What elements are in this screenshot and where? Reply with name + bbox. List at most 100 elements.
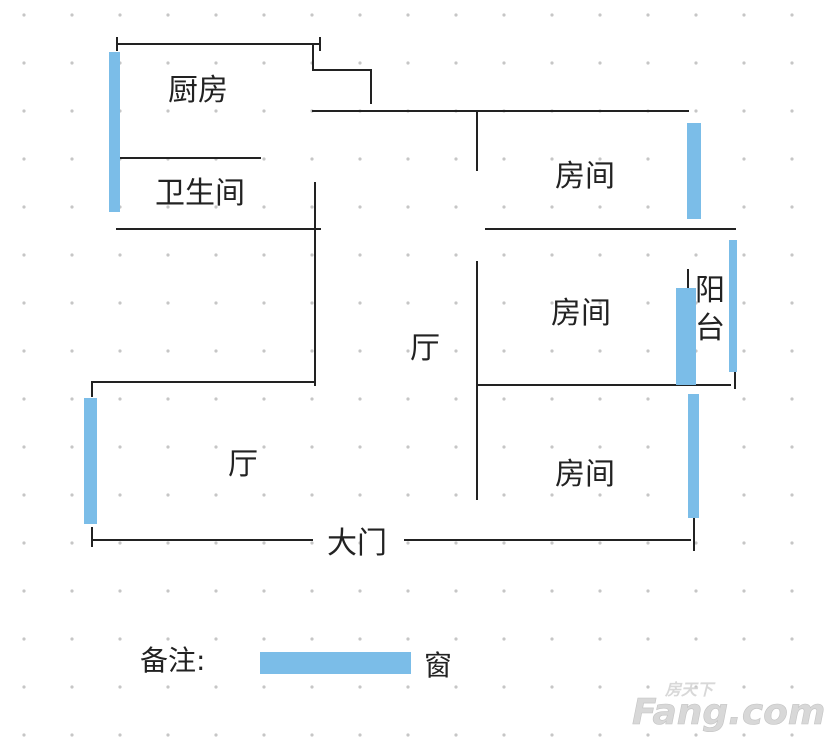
grid-dot [214,397,218,401]
grid-dot [790,205,794,209]
grid-dot [166,445,170,449]
grid-dot [262,13,266,17]
grid-dot [214,733,218,737]
grid-dot [22,397,26,401]
grid-dot [550,589,554,593]
grid-dot [502,685,506,689]
grid-dot [214,253,218,257]
grid-dot [262,493,266,497]
grid-dot [454,349,458,353]
grid-dot [742,541,746,545]
grid-dot [646,445,650,449]
grid-dot [646,349,650,353]
grid-dot [646,253,650,257]
grid-dot [502,541,506,545]
grid-dot [646,397,650,401]
grid-dot [742,493,746,497]
grid-dot [214,685,218,689]
grid-dot [502,733,506,737]
grid-dot [742,397,746,401]
grid-dot [454,493,458,497]
grid-dot [262,685,266,689]
grid-dot [166,301,170,305]
grid-dot [742,157,746,161]
grid-dot [742,445,746,449]
watermark-brand: Fang.com [632,692,825,733]
grid-dot [646,61,650,65]
grid-dot [70,685,74,689]
grid-dot [550,205,554,209]
room-labels: 厨房 卫生间 房间 房间 房间 厅 厅 阳 台 大门 [155,73,725,561]
grid-dot [598,13,602,17]
grid-dot [22,685,26,689]
grid-dot [742,685,746,689]
grid-dot [790,493,794,497]
grid-dot [502,397,506,401]
grid-dot [406,301,410,305]
grid-dot [790,349,794,353]
room-label-balcony-1: 阳 [695,273,725,308]
grid-dot [550,541,554,545]
grid-dot [406,61,410,65]
grid-dot [742,61,746,65]
room-label-bedroom-top: 房间 [555,159,615,194]
grid-dot [358,685,362,689]
grid-dot [406,349,410,353]
window-bedroom-middle [676,288,696,385]
grid-dot [70,61,74,65]
grid-dot [550,253,554,257]
grid-dot [214,13,218,17]
grid-dot [598,205,602,209]
grid-dot [502,301,506,305]
grid-dot [646,589,650,593]
grid-dot [310,157,314,161]
grid-dot [454,61,458,65]
grid-dot [406,253,410,257]
grid-dot [118,493,122,497]
grid-dot [790,733,794,737]
grid-dot [262,589,266,593]
grid-dot [790,13,794,17]
grid-dot [742,109,746,113]
grid-dot [358,61,362,65]
grid-dot [166,61,170,65]
grid-dot [358,205,362,209]
grid-dot [694,253,698,257]
grid-dot [310,301,314,305]
grid-dot [454,733,458,737]
grid-dot [694,541,698,545]
room-label-hall-bottom: 厅 [228,447,258,482]
grid-dot [598,301,602,305]
grid-dot [790,541,794,545]
grid-dot [790,589,794,593]
grid-dot [598,589,602,593]
grid-dot [598,541,602,545]
grid-dot [454,445,458,449]
grid-dot [262,733,266,737]
grid-dot [406,397,410,401]
grid-dot [790,61,794,65]
grid-dot [118,589,122,593]
grid-dot [454,253,458,257]
grid-dot [70,109,74,113]
grid-dot [790,397,794,401]
window-balcony-right [729,240,737,372]
grid-dot [550,445,554,449]
grid-dot [742,253,746,257]
grid-dot [358,637,362,641]
grid-dot [454,157,458,161]
grid-dot [790,301,794,305]
grid-dot [262,109,266,113]
grid-dot [694,13,698,17]
grid-dot [742,733,746,737]
grid-dot [118,349,122,353]
grid-dot [406,205,410,209]
grid-dot [166,637,170,641]
grid-dot [70,493,74,497]
window-hall-bottom [84,398,97,524]
grid-dot [358,349,362,353]
grid-dot [502,637,506,641]
grid-dot [598,685,602,689]
grid-dot [358,493,362,497]
grid-dot [166,109,170,113]
